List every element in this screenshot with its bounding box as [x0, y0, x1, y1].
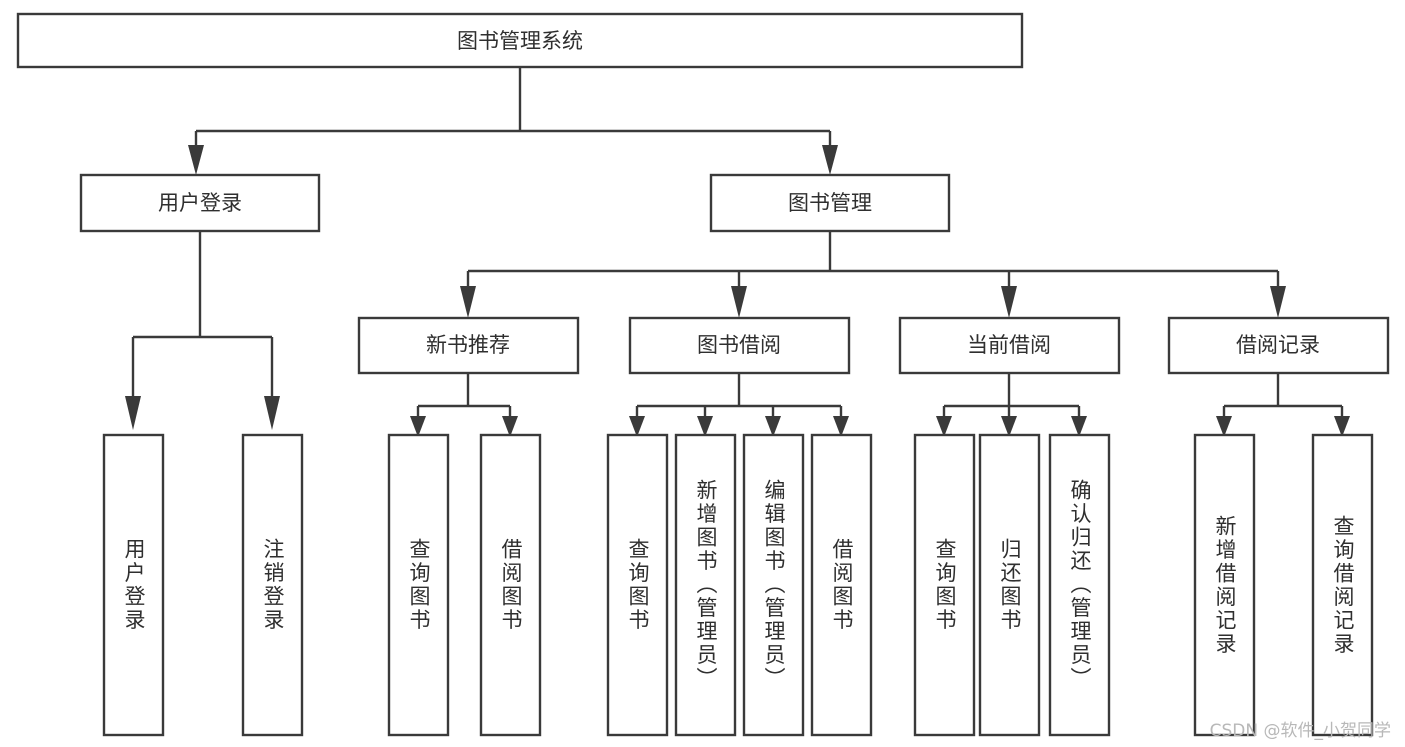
- leaf-text-wrap-borrow-book-2: 借阅图书: [830, 538, 854, 632]
- arrow-head-leaf-user-login: [125, 396, 141, 430]
- node-box-user-login[interactable]: [79, 173, 321, 233]
- node-box-leaf-borrow-book-1[interactable]: [479, 433, 542, 737]
- leaf-text-wrap-edit-book: 编辑图书（管理员）: [762, 479, 786, 691]
- node-label-leaf-query-book-2: 查询图书: [626, 538, 650, 632]
- connector-group-root: [188, 67, 838, 175]
- leaf-text-wrap-query-book-1: 查询图书: [407, 538, 431, 632]
- node-box-current-borrow[interactable]: [898, 316, 1121, 375]
- node-box-leaf-add-book[interactable]: [674, 433, 737, 737]
- node-label-leaf-add-record: 新增借阅记录: [1213, 514, 1237, 656]
- leaf-text-wrap-query-book-2: 查询图书: [626, 538, 650, 632]
- arrow-head-query-record: [1334, 416, 1350, 437]
- node-label-leaf-add-book: 新增图书（管理员）: [694, 479, 718, 691]
- leaf-text-wrap-add-book: 新增图书（管理员）: [694, 479, 718, 691]
- arrow-head-borrow-book-2: [833, 416, 849, 437]
- node-box-borrow-record[interactable]: [1167, 316, 1390, 375]
- node-box-new-book-recommend[interactable]: [357, 316, 580, 375]
- node-label-leaf-confirm-return: 确认归还（管理员）: [1068, 479, 1092, 691]
- node-label-leaf-borrow-book-2: 借阅图书: [830, 538, 854, 632]
- node-label-leaf-query-record: 查询借阅记录: [1331, 514, 1355, 656]
- leaf-text-wrap-return-book: 归还图书: [998, 538, 1022, 632]
- connector-group-new-book-recommend: [410, 373, 518, 437]
- arrow-head-query-book-2: [629, 416, 645, 437]
- node-box-leaf-query-record[interactable]: [1311, 433, 1374, 737]
- leaf-text-wrap-query-record: 查询借阅记录: [1331, 514, 1355, 656]
- node-label-leaf-user-login: 用户登录: [122, 538, 146, 632]
- connector-group-current-borrow: [936, 373, 1087, 437]
- node-label-leaf-edit-book: 编辑图书（管理员）: [762, 479, 786, 691]
- node-label-book-management: 图书管理: [788, 191, 872, 215]
- watermark-label: CSDN @软件_小贺同学: [1209, 721, 1391, 741]
- arrow-head-book-borrow: [731, 286, 747, 318]
- connector-group-book-borrow: [629, 373, 849, 437]
- arrow-head-return-book: [1001, 416, 1017, 437]
- arrow-head-current-borrow: [1001, 286, 1017, 318]
- node-label-current-borrow: 当前借阅: [967, 333, 1051, 357]
- node-label-user-login: 用户登录: [158, 191, 242, 215]
- node-box-root[interactable]: [16, 12, 1024, 69]
- node-box-leaf-add-record[interactable]: [1193, 433, 1256, 737]
- node-box-leaf-user-logout[interactable]: [241, 433, 304, 737]
- node-box-leaf-query-book-3[interactable]: [913, 433, 976, 737]
- leaf-text-wrap-add-record: 新增借阅记录: [1213, 514, 1237, 656]
- node-box-leaf-edit-book[interactable]: [742, 433, 805, 737]
- arrow-head-book-management: [822, 145, 838, 175]
- connector-group-user-login: [125, 231, 280, 430]
- leaf-text-wrap-borrow-book-1: 借阅图书: [499, 538, 523, 632]
- leaf-text-wrap-query-book-3: 查询图书: [933, 538, 957, 632]
- arrow-head-confirm-return: [1071, 416, 1087, 437]
- arrow-head-user-login: [188, 145, 204, 175]
- leaf-text-wrap-confirm-return: 确认归还（管理员）: [1068, 479, 1092, 691]
- node-label-leaf-user-logout: 注销登录: [261, 538, 285, 632]
- node-box-leaf-query-book-2[interactable]: [606, 433, 669, 737]
- arrow-head-query-book-3: [936, 416, 952, 437]
- arrow-head-borrow-book-1: [502, 416, 518, 437]
- arrow-head-query-book-1: [410, 416, 426, 437]
- node-label-leaf-borrow-book-1: 借阅图书: [499, 538, 523, 632]
- arrow-head-edit-book: [765, 416, 781, 437]
- arrow-head-add-record: [1216, 416, 1232, 437]
- node-box-book-borrow[interactable]: [628, 316, 851, 375]
- arrow-head-borrow-record: [1270, 286, 1286, 318]
- node-box-book-management[interactable]: [709, 173, 951, 233]
- connector-group-book-management: [460, 231, 1286, 318]
- node-box-leaf-confirm-return[interactable]: [1048, 433, 1111, 737]
- node-label-leaf-query-book-1: 查询图书: [407, 538, 431, 632]
- node-box-leaf-borrow-book-2[interactable]: [810, 433, 873, 737]
- node-label-leaf-query-book-3: 查询图书: [933, 538, 957, 632]
- node-label-root: 图书管理系统: [457, 29, 583, 53]
- arrow-head-add-book: [697, 416, 713, 437]
- node-box-leaf-query-book-1[interactable]: [387, 433, 450, 737]
- arrow-head-new-book-recommend: [460, 286, 476, 318]
- arrow-head-leaf-user-logout: [264, 396, 280, 430]
- leaf-text-wrap-user-logout: 注销登录: [261, 538, 285, 632]
- leaf-text-wrap-user-login: 用户登录: [122, 538, 146, 632]
- node-label-borrow-record: 借阅记录: [1236, 333, 1320, 357]
- node-label-book-borrow: 图书借阅: [697, 333, 781, 357]
- node-label-leaf-return-book: 归还图书: [998, 538, 1022, 632]
- node-box-leaf-user-login[interactable]: [102, 433, 165, 737]
- connector-group-borrow-record: [1216, 373, 1350, 437]
- node-label-new-book-recommend: 新书推荐: [426, 333, 510, 357]
- node-box-leaf-return-book[interactable]: [978, 433, 1041, 737]
